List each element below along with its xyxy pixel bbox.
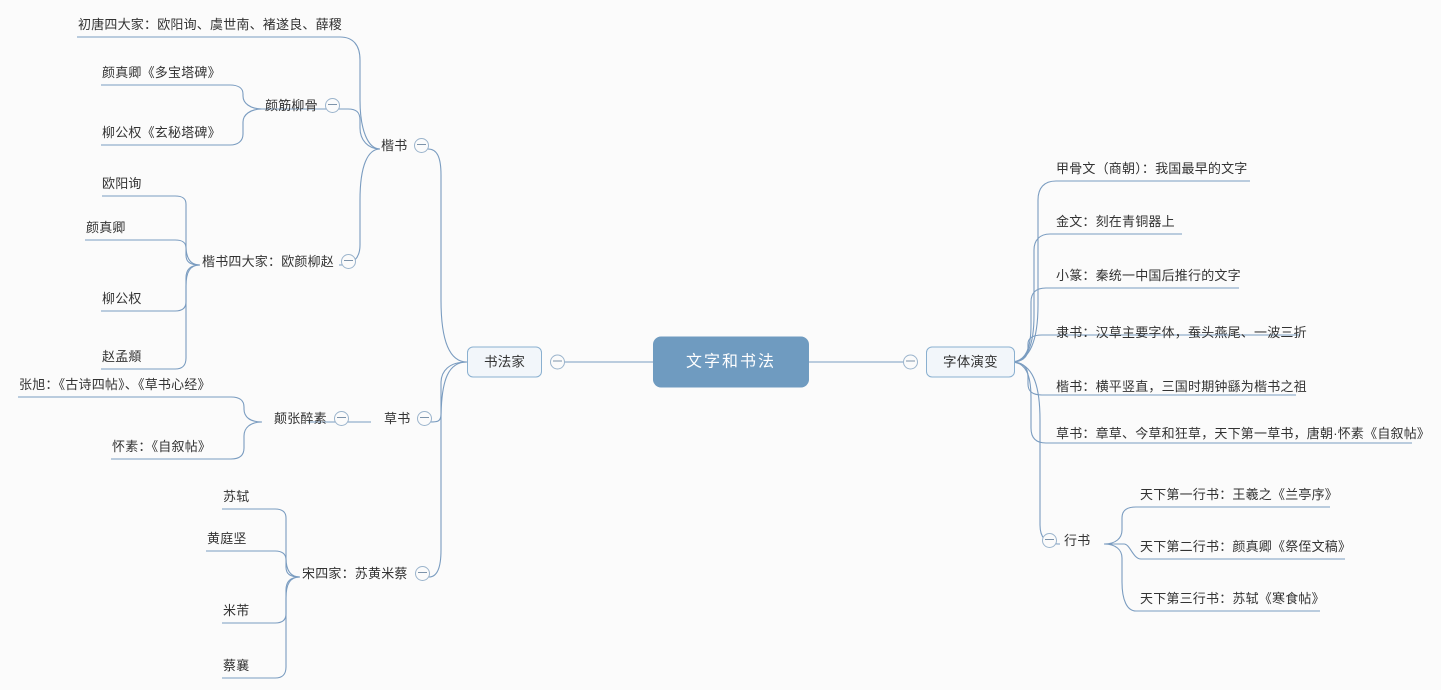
node-sushi[interactable]: 苏轼 bbox=[223, 488, 249, 509]
node-chutang-sidajia-label: 初唐四大家：欧阳询、虞世南、褚遂良、薛稷 bbox=[78, 17, 343, 32]
node-huangtingjian[interactable]: 黄庭坚 bbox=[207, 530, 247, 551]
node-zhangxu-label: 张旭：《古诗四帖》、《草书心经》 bbox=[19, 377, 211, 392]
node-duobaota-bei-label: 颜真卿《多宝塔碑》 bbox=[102, 65, 221, 80]
branch-calligraphers-label[interactable]: 书法家 bbox=[467, 346, 543, 378]
node-song-sijia[interactable]: 宋四家：苏黄米蔡 bbox=[302, 565, 430, 586]
node-mifu[interactable]: 米芾 bbox=[223, 602, 249, 623]
node-caixiang[interactable]: 蔡襄 bbox=[223, 657, 249, 678]
node-yanjin-liugu-label: 颜筋柳骨 bbox=[265, 98, 318, 113]
node-xiaozhuan[interactable]: 小篆：秦统一中国后推行的文字 bbox=[1056, 267, 1241, 288]
root-node-label[interactable]: 文字和书法 bbox=[652, 336, 810, 388]
node-huaisu[interactable]: 怀素：《自叙帖》 bbox=[112, 438, 211, 459]
node-kaishu-sidajia-label: 楷书四大家：欧颜柳赵 bbox=[202, 254, 335, 269]
node-sushi-label: 苏轼 bbox=[223, 489, 250, 504]
node-xingshu-second[interactable]: 天下第二行书：颜真卿《祭侄文稿》 bbox=[1140, 538, 1351, 559]
edge-songsijia-to-huangtingjian bbox=[206, 550, 301, 578]
node-jiaguwen[interactable]: 甲骨文（商朝）：我国最早的文字 bbox=[1056, 160, 1248, 181]
node-kaishu[interactable]: 楷书 bbox=[381, 137, 430, 158]
edge-kaishu-to-kaishusidajia bbox=[339, 148, 381, 266]
collapse-minus-icon-xingshu[interactable] bbox=[1042, 533, 1057, 548]
node-xingshu-second-label: 天下第二行书：颜真卿《祭侄文稿》 bbox=[1140, 539, 1352, 554]
node-lishu-label: 隶书：汉草主要字体，蚕头燕尾、一波三折 bbox=[1056, 325, 1307, 340]
collapse-minus-icon-kaishu[interactable] bbox=[414, 138, 430, 153]
node-xingshu-third[interactable]: 天下第三行书：苏轼《寒食帖》 bbox=[1140, 590, 1325, 611]
node-song-sijia-label: 宋四家：苏黄米蔡 bbox=[302, 566, 408, 581]
edge-yanjinliugu-to-duobaota bbox=[101, 84, 263, 110]
node-ouyangxun[interactable]: 欧阳询 bbox=[102, 175, 142, 196]
node-xingshu-third-label: 天下第三行书：苏轼《寒食帖》 bbox=[1140, 591, 1325, 606]
root-node[interactable]: 文字和书法 bbox=[652, 336, 810, 388]
node-kaishu-evolution[interactable]: 楷书：横平竖直，三国时期钟繇为楷书之祖 bbox=[1056, 378, 1307, 399]
node-xingshu-first-label: 天下第一行书：王羲之《兰亭序》 bbox=[1140, 487, 1339, 502]
node-zhangxu[interactable]: 张旭：《古诗四帖》、《草书心经》 bbox=[19, 376, 211, 397]
branch-script-evolution[interactable]: 字体演变 bbox=[903, 346, 1015, 378]
edge-calligraphers-to-kaishu bbox=[427, 148, 468, 363]
collapse-minus-icon-calligraphers[interactable] bbox=[550, 354, 566, 370]
node-xiaozhuan-label: 小篆：秦统一中国后推行的文字 bbox=[1056, 268, 1241, 283]
node-xingshu[interactable]: 行书 bbox=[1042, 532, 1090, 553]
node-xuanmita-bei[interactable]: 柳公权《玄秘塔碑》 bbox=[102, 124, 221, 145]
collapse-minus-icon-dianzhang-zuisu[interactable] bbox=[333, 411, 349, 426]
node-caoshu[interactable]: 草书 bbox=[384, 410, 433, 431]
node-xingshu-label: 行书 bbox=[1064, 533, 1091, 548]
node-dianzhang-zuisu[interactable]: 颠张醉素 bbox=[274, 410, 349, 431]
node-caixiang-label: 蔡襄 bbox=[223, 658, 250, 673]
node-yanzhenqing-label: 颜真卿 bbox=[86, 220, 126, 235]
node-yanzhenqing[interactable]: 颜真卿 bbox=[86, 219, 126, 240]
collapse-minus-icon-song-sijia[interactable] bbox=[414, 566, 430, 581]
collapse-minus-icon-script-evolution[interactable] bbox=[903, 354, 918, 370]
node-chutang-sidajia[interactable]: 初唐四大家：欧阳询、虞世南、褚遂良、薛稷 bbox=[78, 16, 342, 37]
node-liugongquan-label: 柳公权 bbox=[102, 291, 142, 306]
node-lishu[interactable]: 隶书：汉草主要字体，蚕头燕尾、一波三折 bbox=[1056, 324, 1307, 345]
branch-calligraphers[interactable]: 书法家 bbox=[467, 346, 566, 378]
node-dianzhang-zuisu-label: 颠张醉素 bbox=[274, 411, 327, 426]
node-kaishu-label: 楷书 bbox=[381, 138, 408, 153]
node-duobaota-bei[interactable]: 颜真卿《多宝塔碑》 bbox=[102, 64, 221, 85]
node-yanjin-liugu[interactable]: 颜筋柳骨 bbox=[265, 97, 340, 118]
node-kaishu-evolution-label: 楷书：横平竖直，三国时期钟繇为楷书之祖 bbox=[1056, 379, 1307, 394]
branch-script-evolution-label[interactable]: 字体演变 bbox=[926, 346, 1015, 378]
node-liugongquan[interactable]: 柳公权 bbox=[102, 290, 142, 311]
edge-calligraphers-to-caoshu bbox=[429, 361, 468, 423]
node-caoshu-evolution-label: 草书：章草、今草和狂草，天下第一草书，唐朝·怀素《自叙帖》 bbox=[1056, 426, 1431, 441]
node-caoshu-evolution[interactable]: 草书：章草、今草和狂草，天下第一草书，唐朝·怀素《自叙帖》 bbox=[1056, 425, 1430, 446]
node-jiaguwen-label: 甲骨文（商朝）：我国最早的文字 bbox=[1056, 161, 1248, 176]
node-xingshu-first[interactable]: 天下第一行书：王羲之《兰亭序》 bbox=[1140, 486, 1338, 507]
node-kaishu-sidajia[interactable]: 楷书四大家：欧颜柳赵 bbox=[202, 253, 357, 274]
node-zhaomengfu-label: 赵孟頫 bbox=[102, 349, 142, 364]
collapse-minus-icon-kaishu-sidajia[interactable] bbox=[341, 254, 357, 269]
collapse-minus-icon-caoshu[interactable] bbox=[417, 411, 433, 426]
node-xuanmita-bei-label: 柳公权《玄秘塔碑》 bbox=[102, 125, 221, 140]
node-jinwen-label: 金文：刻在青铜器上 bbox=[1056, 214, 1175, 229]
node-huangtingjian-label: 黄庭坚 bbox=[207, 531, 247, 546]
node-mifu-label: 米芾 bbox=[223, 603, 250, 618]
node-huaisu-label: 怀素：《自叙帖》 bbox=[112, 439, 212, 454]
edge-kaishusidajia-to-yanzhenqing bbox=[85, 239, 201, 266]
node-ouyangxun-label: 欧阳询 bbox=[102, 176, 142, 191]
node-jinwen[interactable]: 金文：刻在青铜器上 bbox=[1056, 213, 1175, 234]
node-zhaomengfu[interactable]: 赵孟頫 bbox=[102, 348, 142, 369]
edge-dianzhang-to-zhangxu bbox=[18, 396, 263, 423]
edge-calligraphers-to-songsijia bbox=[428, 361, 468, 578]
node-caoshu-label: 草书 bbox=[384, 411, 411, 426]
collapse-minus-icon-yanjin-liugu[interactable] bbox=[324, 98, 340, 113]
edge-evolution-to-xingshu bbox=[1010, 361, 1060, 545]
